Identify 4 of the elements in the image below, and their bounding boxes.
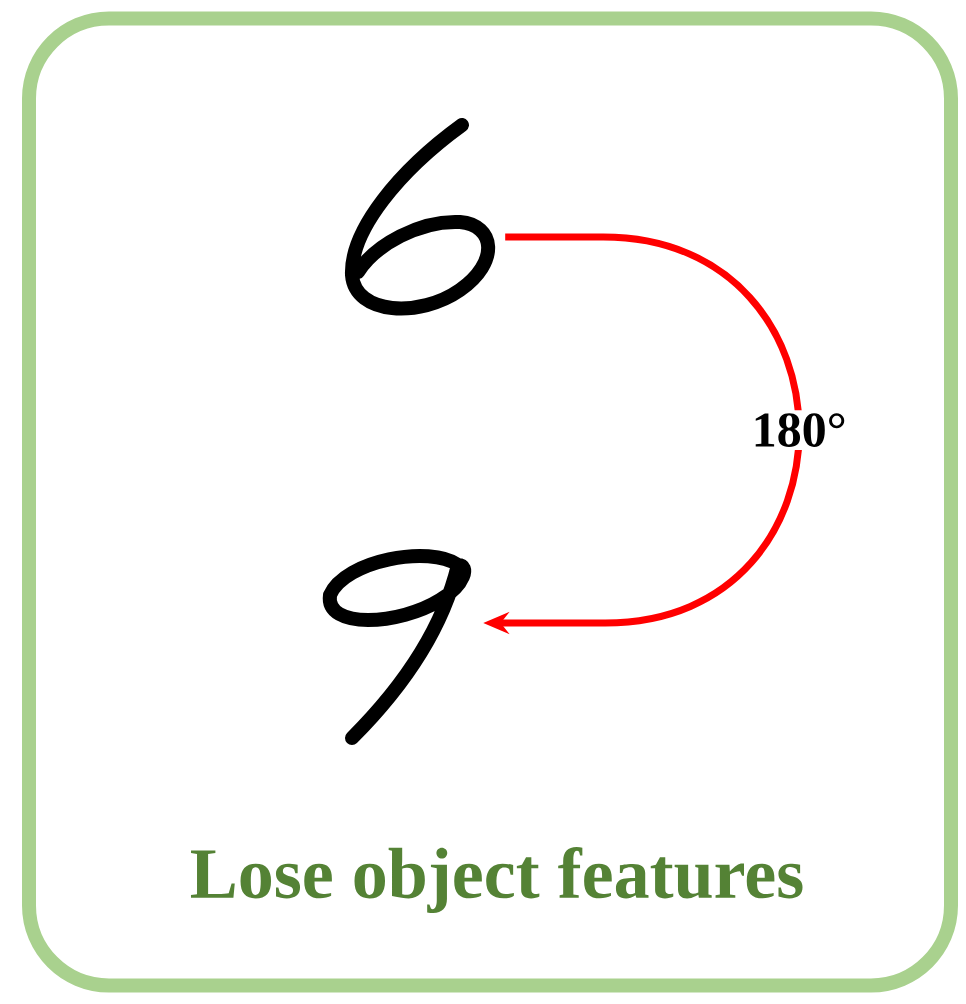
handwritten-digit-drawing: [345, 118, 496, 316]
edge-label: 180°: [748, 410, 850, 450]
panel-heading: Lose object features: [190, 847, 803, 913]
handwritten-digit-drawing: [323, 549, 472, 745]
